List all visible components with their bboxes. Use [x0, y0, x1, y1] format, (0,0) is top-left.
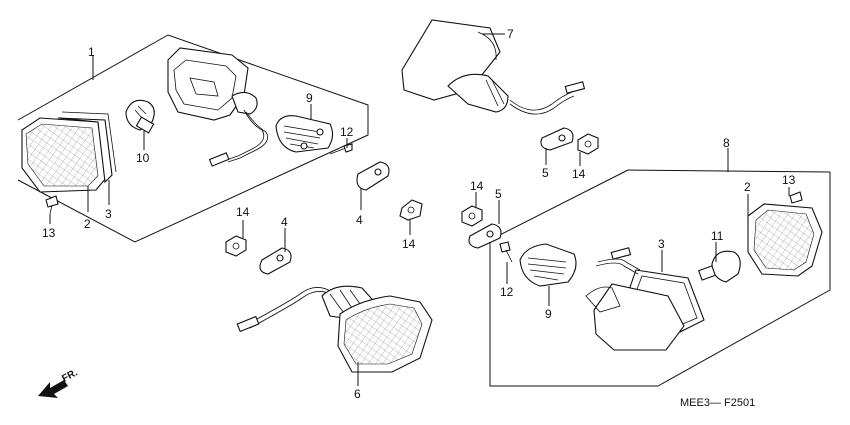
housing-right-front	[585, 247, 685, 351]
callout-13-left: 13	[42, 226, 56, 240]
assembly-1-outline	[17, 34, 369, 243]
callout-14-lower: 14	[236, 205, 250, 219]
callout-12-right: 12	[500, 285, 514, 299]
callout-14-upper: 14	[572, 167, 586, 181]
housing-left-front	[167, 47, 258, 121]
callout-14-middle: 14	[402, 237, 416, 251]
callout-5-upper: 5	[542, 166, 549, 180]
socket-9-right	[519, 243, 577, 287]
callout-3-right: 3	[658, 237, 665, 251]
callout-8: 8	[723, 136, 730, 150]
socket-9-left	[275, 115, 334, 153]
washer-5-right	[468, 223, 502, 249]
callout-5-right: 5	[495, 187, 502, 201]
callout-2-left: 2	[84, 217, 91, 231]
washer-5-upper	[540, 127, 574, 151]
nut-14-upper	[577, 133, 599, 155]
wire-left-front	[208, 109, 269, 167]
callout-9-left: 9	[306, 91, 313, 105]
callout-4-lower: 4	[281, 215, 288, 229]
screw-13-left	[45, 195, 59, 215]
screw-12-left	[329, 143, 353, 155]
diagram-code: MEE3— F2501	[680, 397, 755, 409]
gasket-left-front	[57, 111, 117, 184]
callout-12-left: 12	[340, 125, 354, 139]
callout-7: 7	[507, 27, 514, 41]
callout-4-upper: 4	[356, 213, 363, 227]
screw-13-right	[789, 191, 803, 204]
callout-13-right: 13	[782, 173, 796, 187]
turn-signal-rear-upper	[401, 19, 586, 115]
washer-4-lower	[259, 247, 292, 275]
lens-left-front	[21, 117, 107, 193]
lens-right-front	[747, 203, 823, 277]
nut-14-lower	[225, 235, 247, 257]
callout-10: 10	[136, 151, 150, 165]
direction-label: FR.	[60, 367, 80, 384]
bulb-11	[698, 250, 741, 283]
assembly-8-outline	[489, 169, 831, 387]
callout-2-right: 2	[744, 180, 751, 194]
callout-1: 1	[88, 45, 95, 59]
screw-12-right	[499, 241, 513, 263]
callout-9-right: 9	[545, 307, 552, 321]
callout-3-left: 3	[105, 207, 112, 221]
nut-14-right	[461, 205, 483, 227]
leader-lines	[49, 33, 790, 386]
turn-signal-rear-lower	[236, 285, 433, 373]
nut-14-middle	[399, 199, 423, 221]
callout-6: 6	[354, 387, 361, 401]
bulb-10	[125, 99, 155, 134]
front-direction-arrow-icon	[38, 380, 68, 398]
callout-11: 11	[711, 229, 724, 243]
callout-14-right: 14	[470, 179, 484, 193]
washer-4-upper	[356, 161, 390, 191]
